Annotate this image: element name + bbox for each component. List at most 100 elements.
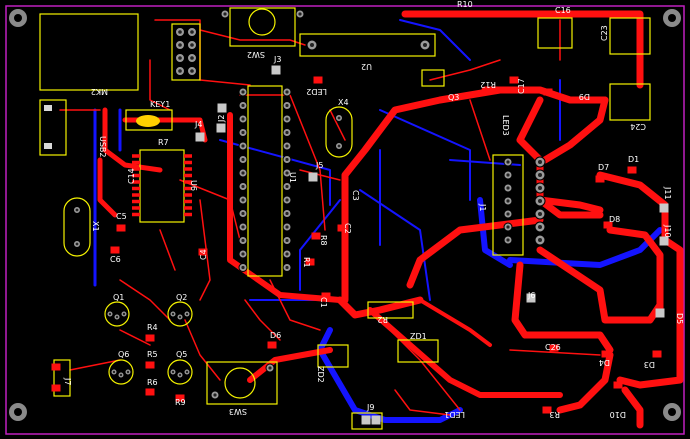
pad-hole [241, 225, 245, 229]
smd-pad [652, 350, 662, 358]
smd-pad [603, 221, 613, 229]
label-d7: D7 [598, 163, 609, 172]
label-r2: R2 [377, 315, 388, 324]
pad-hole [75, 242, 79, 246]
label-j2: J2 [217, 115, 226, 123]
pad-hole [423, 43, 427, 47]
label-d4: D4 [599, 358, 610, 367]
pad-hole [171, 312, 175, 316]
smd-pad [132, 160, 140, 165]
pad-hole [285, 90, 289, 94]
label-r4: R4 [147, 323, 158, 332]
label-r7: R7 [158, 138, 169, 147]
smd-pad [595, 175, 605, 183]
smd-pad [305, 258, 315, 266]
label-j11: J11 [663, 186, 672, 200]
label-d6: D6 [270, 331, 281, 340]
label-c5: C5 [116, 212, 127, 221]
smd-pad [313, 76, 323, 84]
label-j10: J10 [663, 224, 672, 238]
label-sw2: SW2 [247, 50, 265, 59]
label-d8: D8 [609, 215, 620, 224]
label-d10: D10 [610, 410, 626, 419]
label-led3: LED3 [501, 115, 510, 136]
smd-pad [184, 186, 192, 191]
smd-pad [175, 394, 185, 402]
smd-pad [184, 167, 192, 171]
smd-pad [132, 199, 140, 204]
pad-hole [241, 184, 245, 189]
pad-hole [178, 373, 182, 377]
pad-square [526, 293, 536, 303]
label-u6: U6 [189, 180, 198, 191]
smd-pad [145, 361, 155, 369]
label-c26: C26 [545, 343, 561, 352]
pad-square [659, 203, 669, 213]
label-c23: C23 [600, 25, 609, 41]
label-c2: C2 [343, 223, 352, 234]
pad-hole [122, 312, 126, 316]
label-r9: R9 [175, 398, 186, 407]
label-j1: J1 [478, 203, 487, 211]
label-r8: R8 [319, 235, 328, 246]
pad-square [655, 308, 665, 318]
pad-square [216, 123, 226, 133]
pad-hole [285, 184, 289, 189]
pad-hole [213, 393, 217, 397]
pad-hole [285, 157, 289, 162]
smd-pad [601, 350, 611, 358]
pad-square [217, 103, 227, 113]
smd-pad [116, 224, 126, 232]
pad-hole [285, 265, 289, 270]
label-key1: KEY1 [150, 100, 170, 109]
pad-square [195, 132, 205, 142]
smd-pad [132, 186, 140, 191]
label-d5: D5 [675, 313, 684, 324]
label-j6: J6 [527, 291, 535, 300]
pad-hole [285, 171, 289, 175]
label-q6: Q6 [118, 350, 129, 359]
smd-pad [184, 173, 192, 178]
label-sw3: SW3 [229, 407, 247, 416]
pad-hole [190, 30, 194, 34]
pad-hole [285, 103, 289, 108]
pad-hole [241, 265, 245, 270]
pad-hole [178, 56, 182, 60]
smd-pad [110, 246, 120, 254]
pad-hole [506, 199, 510, 203]
smd-pad [198, 248, 208, 256]
pad-hole [337, 144, 341, 148]
pad-hole [285, 130, 289, 135]
pad-hole [506, 225, 510, 229]
pads-layer [44, 9, 669, 425]
pad-hole [178, 69, 182, 73]
smd-pad [543, 88, 553, 96]
pad-hole [506, 186, 510, 190]
pad-hole [538, 212, 542, 216]
pad-hole [285, 198, 289, 202]
pad-hole [310, 43, 314, 47]
smd-pad [132, 212, 140, 217]
smd-pad [132, 193, 140, 197]
label-c1: C1 [319, 297, 328, 308]
pad-hole [337, 116, 341, 120]
pad-hole [241, 103, 245, 108]
pad-hole [75, 208, 79, 212]
pad-hole [538, 173, 542, 177]
label-r1: R1 [302, 257, 311, 268]
pad-square [271, 65, 281, 75]
key1-pad [136, 115, 160, 127]
label-mk2: MK2 [91, 87, 108, 96]
smd-pad [542, 406, 552, 414]
label-r5: R5 [147, 350, 158, 359]
pad-hole [241, 90, 245, 94]
smd-pad [51, 363, 61, 371]
smd-pad [184, 199, 192, 204]
smd-pad [184, 212, 192, 217]
smd-pad [509, 76, 519, 84]
label-r12: R12 [480, 80, 496, 89]
label-d3: D3 [644, 360, 655, 369]
label-c3: C3 [351, 190, 360, 201]
pad-hole [506, 160, 510, 164]
silkscreen-layer [39, 7, 651, 430]
